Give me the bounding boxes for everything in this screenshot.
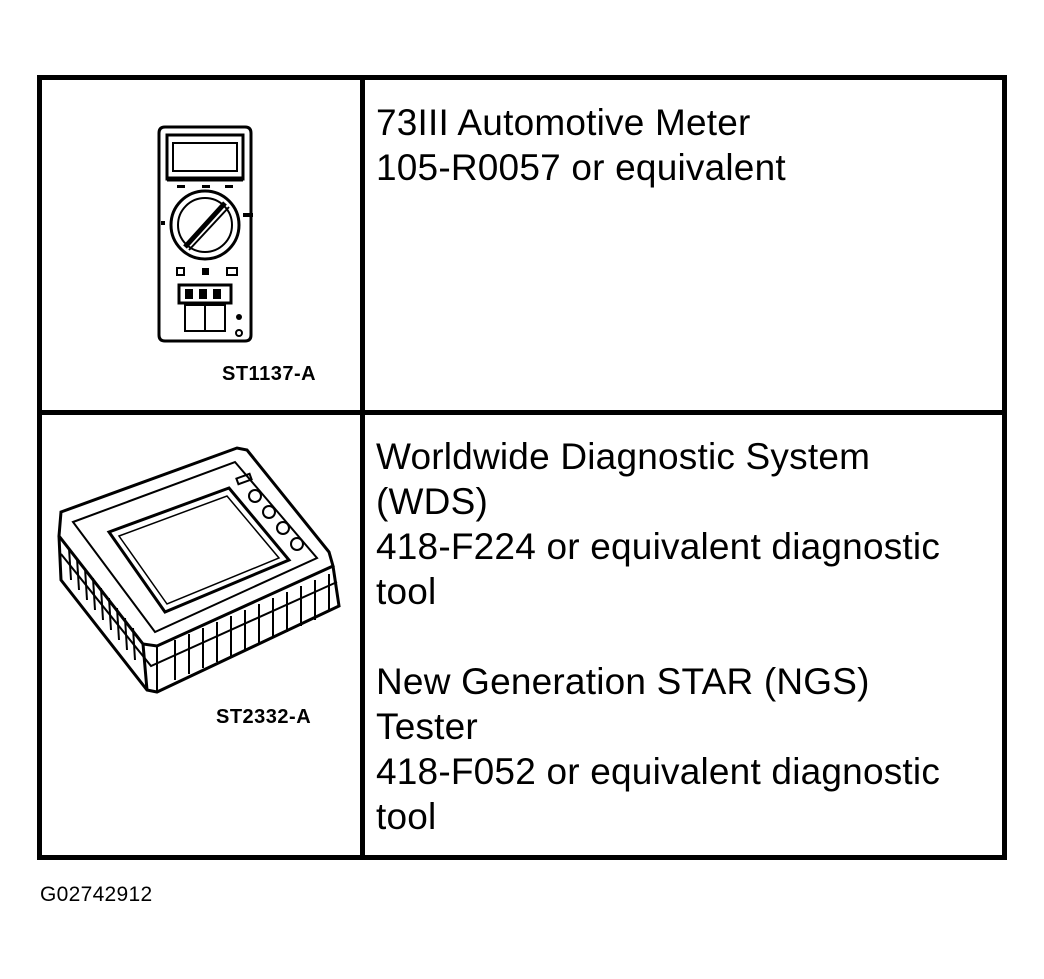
- tool-description: Worldwide Diagnostic System (WDS) 418-F2…: [376, 434, 940, 839]
- spacer: [376, 614, 940, 659]
- tool-part-number-cont: tool: [376, 796, 437, 837]
- tool-name-cont: Tester: [376, 706, 478, 747]
- column-divider: [360, 80, 365, 855]
- diagnostic-tester-icon: [57, 446, 341, 694]
- tool-name: 73III Automotive Meter: [376, 102, 751, 143]
- figure-label: ST1137-A: [222, 363, 317, 385]
- tool-part-number-cont: tool: [376, 571, 437, 612]
- figure-label: ST2332-A: [216, 706, 312, 728]
- diagnostic-tester-illustration: [47, 440, 357, 705]
- tool-part-number: 418-F224 or equivalent diagnostic: [376, 526, 941, 567]
- tool-abbreviation: (WDS): [376, 481, 488, 522]
- tool-description: 73III Automotive Meter 105-R0057 or equi…: [376, 100, 786, 190]
- row-divider: [42, 410, 1002, 415]
- figure-id: G02742912: [40, 883, 153, 906]
- special-tools-table: ST1137-A 73III Automotive Meter 105-R005…: [37, 75, 1007, 860]
- tool-name: Worldwide Diagnostic System: [376, 436, 871, 477]
- tool-part-number: 418-F052 or equivalent diagnostic: [376, 751, 941, 792]
- tool-name: New Generation STAR (NGS): [376, 661, 870, 702]
- multimeter-illustration: [147, 125, 267, 355]
- multimeter-icon: [157, 125, 253, 343]
- tool-part-number: 105-R0057 or equivalent: [376, 147, 786, 188]
